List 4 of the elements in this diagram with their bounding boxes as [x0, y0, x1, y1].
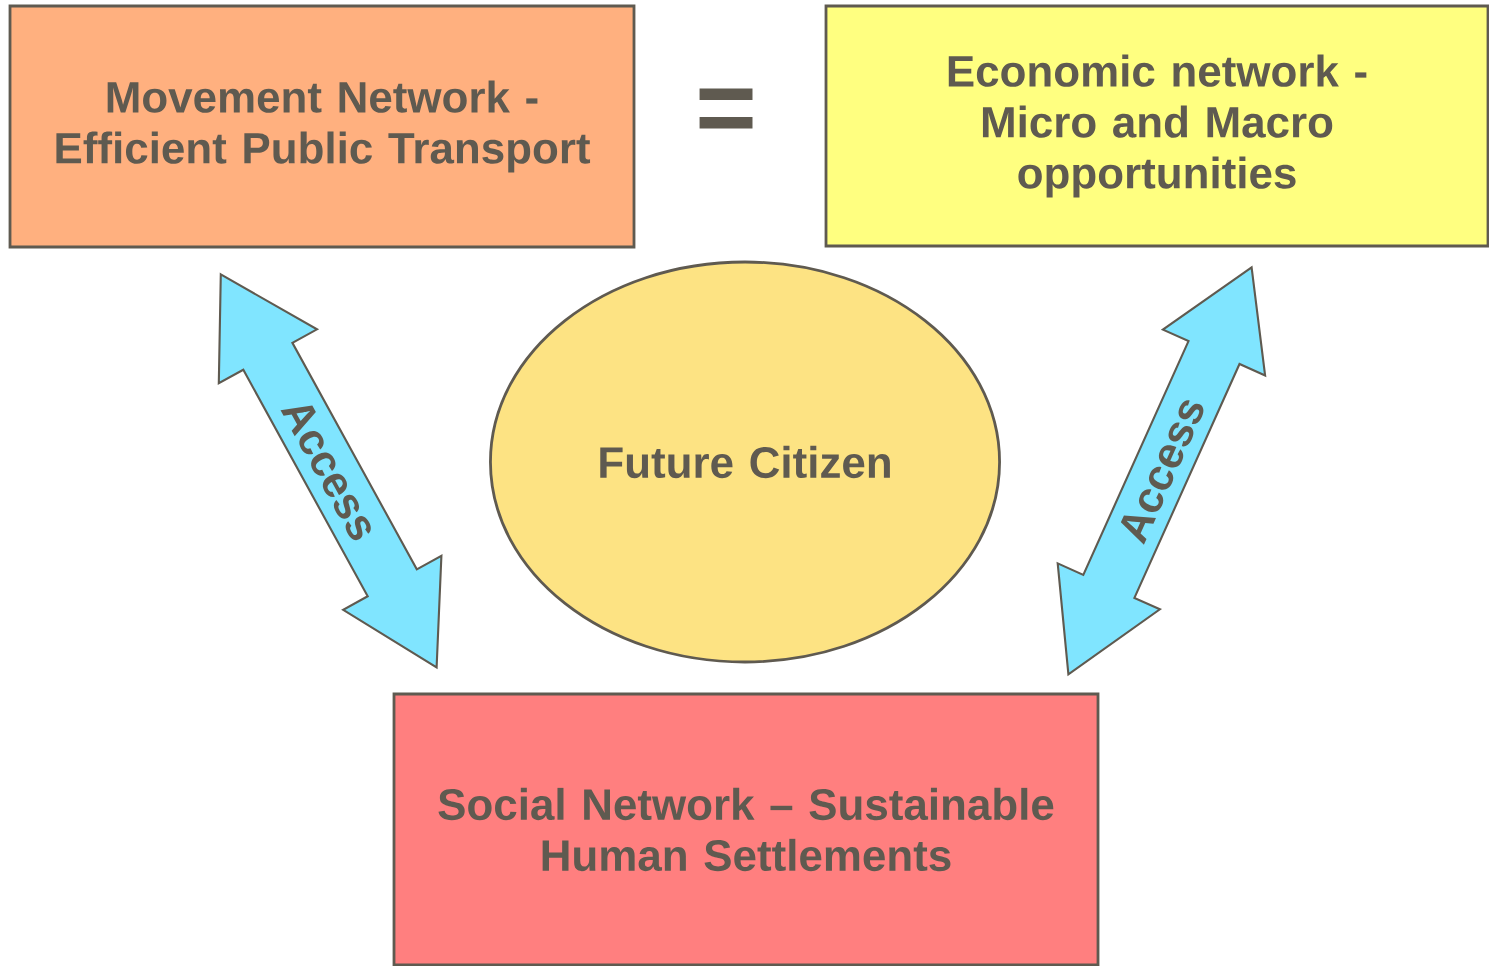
network-box: Economic network - Micro and Macro opportunities	[824, 4, 1489, 248]
network-box: Movement Network - Efficient Public Transport	[8, 4, 636, 249]
equals-sign: =	[699, 88, 753, 129]
network-box: Social Network – Sustainable Human Settlements	[392, 692, 1100, 966]
